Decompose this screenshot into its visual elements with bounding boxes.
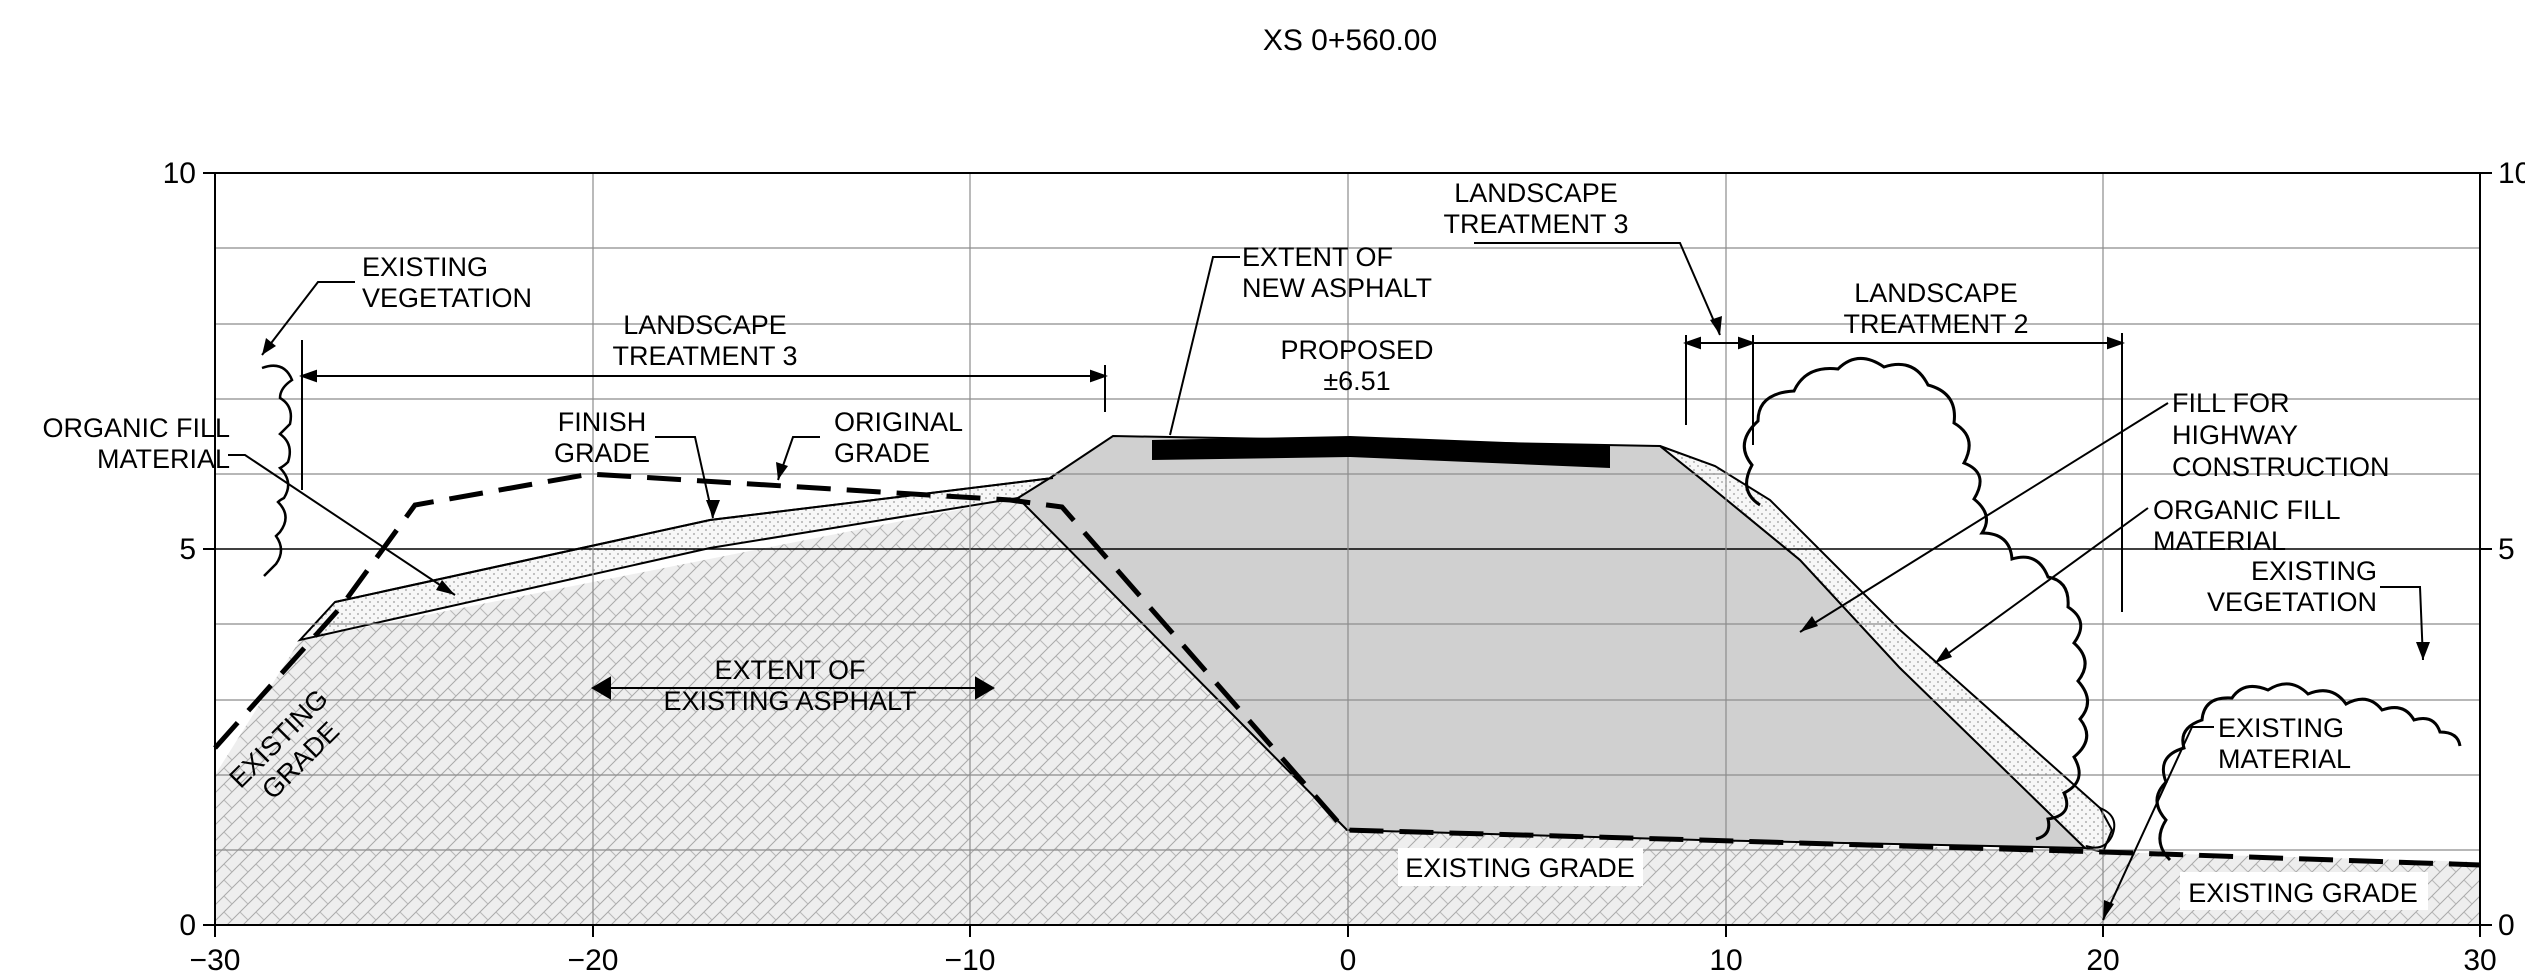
y-tick-label: 5 (179, 533, 196, 566)
original-grade-line (213, 471, 2481, 868)
existing-grade-center-label: EXISTING GRADE (1405, 853, 1635, 883)
proposed-label: PROPOSED±6.51 (1280, 335, 1433, 396)
existing-vegetation-right-tree (1742, 357, 2089, 841)
x-tick-label: −30 (190, 944, 241, 977)
x-axis-labels: −30 −20 −10 0 10 20 30 (190, 944, 2497, 977)
finish-grade-line (334, 477, 1054, 603)
x-tick-label: 0 (1340, 944, 1357, 977)
existing-grade-right-mask (2180, 872, 2428, 910)
existing-grade-center-mask (1398, 848, 1643, 886)
y-tick-label: 0 (2498, 909, 2515, 942)
x-tick-label: −10 (945, 944, 996, 977)
dimension-lines (299, 333, 2125, 700)
leader-arrowheads (262, 316, 2430, 920)
y-axis-labels-right: 10 5 0 (2498, 157, 2525, 942)
existing-grade-right-label: EXISTING GRADE (2188, 878, 2418, 908)
organic-fill-right-area (1659, 445, 2114, 854)
x-tick-label: −20 (568, 944, 619, 977)
y-tick-label: 0 (179, 909, 196, 942)
existing-material-area (215, 498, 2480, 925)
x-tick-label: 20 (2086, 944, 2119, 977)
y-tick-label: 5 (2498, 533, 2515, 566)
existing-vegetation-left (261, 364, 294, 577)
y-axis-labels-left: 10 5 0 (163, 157, 196, 942)
x-tick-label: 10 (1709, 944, 1742, 977)
x-tick-label: 30 (2463, 944, 2496, 977)
grid (215, 172, 2480, 925)
y-tick-label: 10 (2498, 157, 2525, 190)
section-title: XS 0+560.00 (1263, 24, 1437, 57)
organic-fill-right-curve (2085, 807, 2116, 849)
new-asphalt (1152, 436, 1610, 468)
tick-marks (203, 172, 2492, 937)
y-tick-label: 10 (163, 157, 196, 190)
